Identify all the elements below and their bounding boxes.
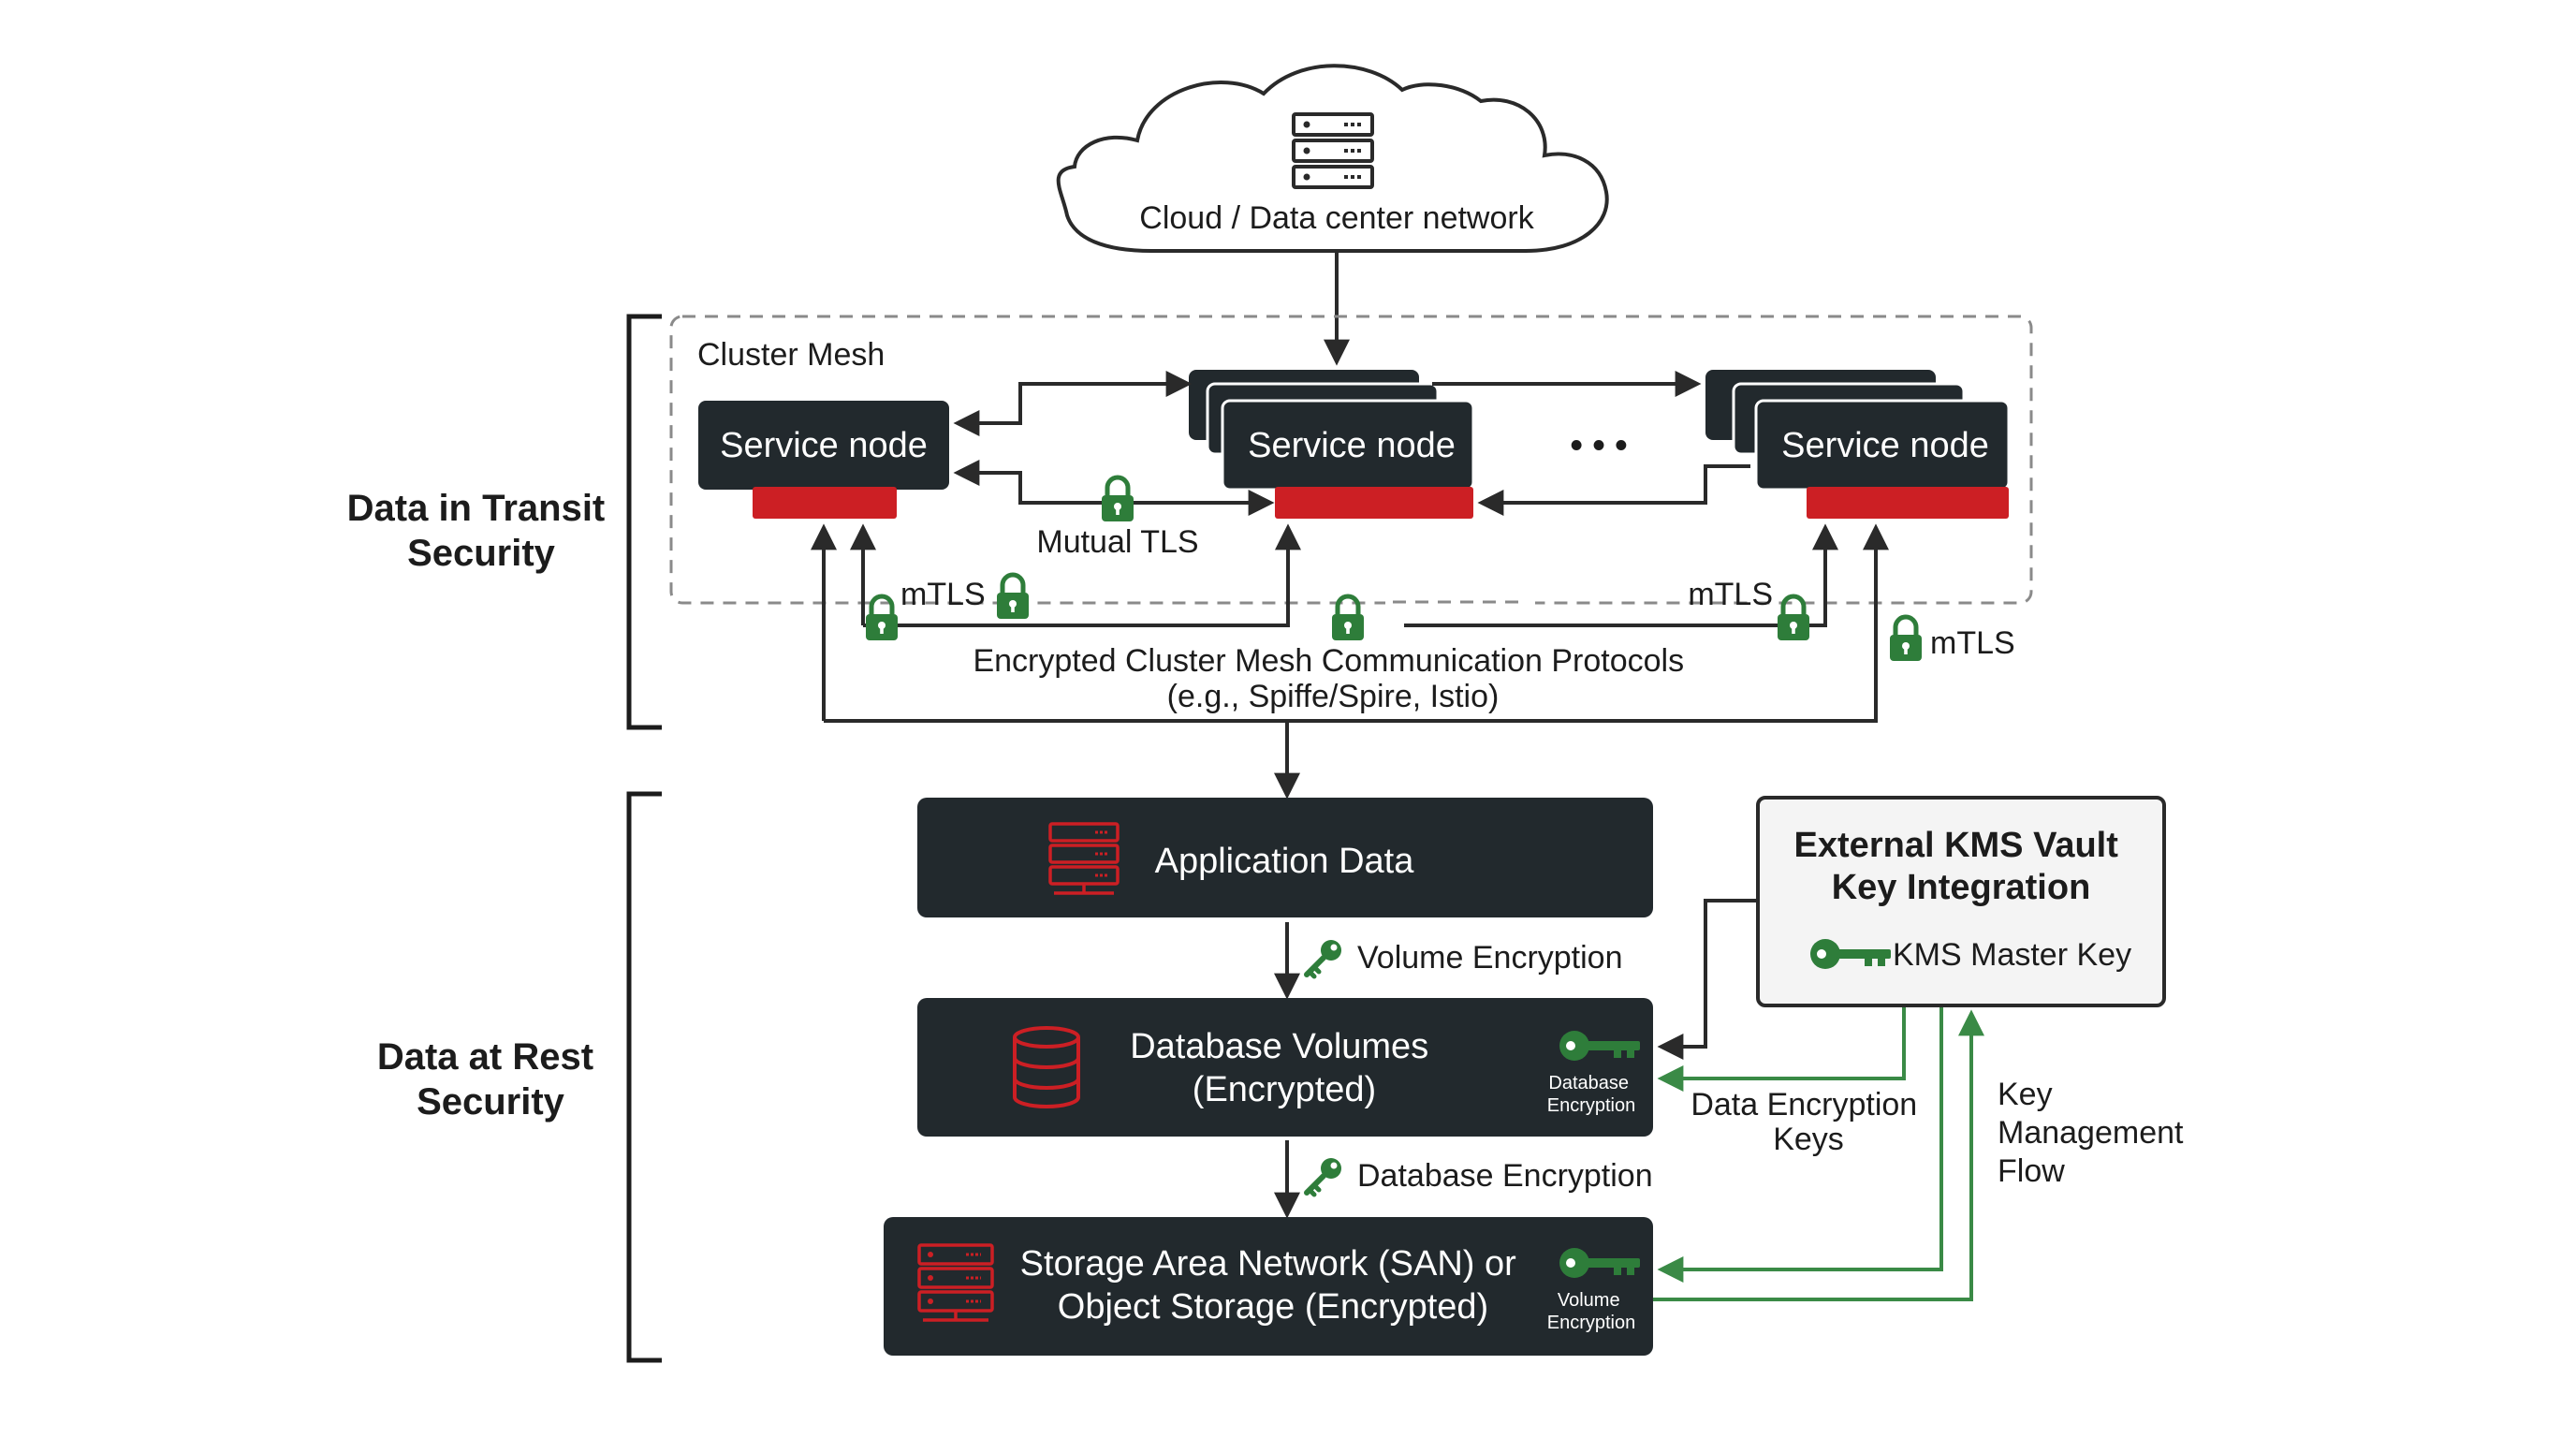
storage-server-icon <box>917 1243 994 1322</box>
service-node-2[interactable]: Service node <box>1189 370 1475 519</box>
service-node-1-label: Service node <box>720 426 928 465</box>
database-encryption-step-key-icon <box>1307 1158 1341 1195</box>
volume-encryption-step-label: Volume Encryption <box>1357 940 1623 976</box>
mtls-right-label: mTLS <box>1688 577 1773 612</box>
transit-section-label: Data in Transit Security <box>347 488 616 574</box>
ellipsis: • • • <box>1570 426 1627 465</box>
cluster-mesh-boundary <box>669 315 2033 605</box>
mutual-tls-label: Mutual TLS <box>1036 524 1198 560</box>
service-node-2-bar <box>1275 487 1473 519</box>
mtls-right-lock-icon <box>1778 596 1809 640</box>
service-node-3-label: Service node <box>1781 426 1989 465</box>
mtls-left-label: mTLS <box>900 577 986 612</box>
protocols-label: Encrypted Cluster Mesh Communication Pro… <box>973 643 1692 714</box>
database-volumes-box[interactable]: Database Volumes (Encrypted) Database En… <box>917 998 1653 1137</box>
server-rack-icon <box>1292 112 1374 189</box>
data-encryption-keys-label: Data Encryption Keys <box>1690 1087 1925 1157</box>
storage-label: Storage Area Network (SAN) or Object Sto… <box>1020 1244 1527 1327</box>
application-data-box[interactable]: Application Data <box>917 798 1653 917</box>
database-encryption-step-label: Database Encryption <box>1357 1158 1653 1194</box>
key-management-flow-label: Key Management Flow <box>1998 1077 2192 1189</box>
kms-vault-box[interactable]: External KMS Vault Key Integration KMS M… <box>1756 796 2166 1007</box>
service-node-2-label: Service node <box>1248 426 1456 465</box>
service-node-1[interactable]: Service node <box>698 401 949 519</box>
mtls-far-right-label: mTLS <box>1930 625 2015 661</box>
volume-encryption-badge: Volume Encryption <box>1547 1290 1636 1333</box>
database-encryption-badge: Database Encryption <box>1547 1073 1636 1116</box>
database-cylinder-icon <box>1013 1026 1080 1108</box>
volume-encryption-key-icon <box>1307 940 1341 976</box>
cloud-label: Cloud / Data center network <box>1139 200 1534 236</box>
application-data-label: Application Data <box>1155 842 1415 881</box>
mtls-left-lock-icon-2 <box>997 575 1029 619</box>
transit-bracket <box>626 314 662 730</box>
service-node-1-bar <box>753 487 897 519</box>
storage-box[interactable]: Storage Area Network (SAN) or Object Sto… <box>884 1217 1653 1356</box>
rest-section-label: Data at Rest Security <box>377 1036 604 1123</box>
cloud-network: Cloud / Data center network <box>1056 64 1609 253</box>
rest-bracket <box>626 791 662 1363</box>
database-server-icon <box>1048 822 1120 895</box>
mesh-center-lock-icon <box>1332 596 1364 640</box>
database-volumes-label: Database Volumes (Encrypted) <box>1130 1027 1439 1109</box>
mtls-far-right-lock-icon <box>1890 617 1922 661</box>
mutual-tls-lock-icon <box>1102 477 1134 521</box>
kms-master-key-label: KMS Master Key <box>1893 937 2131 973</box>
service-node-3[interactable]: Service node <box>1705 370 2011 519</box>
kms-title: External KMS Vault Key Integration <box>1794 826 2129 907</box>
cluster-mesh-label: Cluster Mesh <box>697 337 885 373</box>
service-node-3-bar <box>1807 487 2009 519</box>
